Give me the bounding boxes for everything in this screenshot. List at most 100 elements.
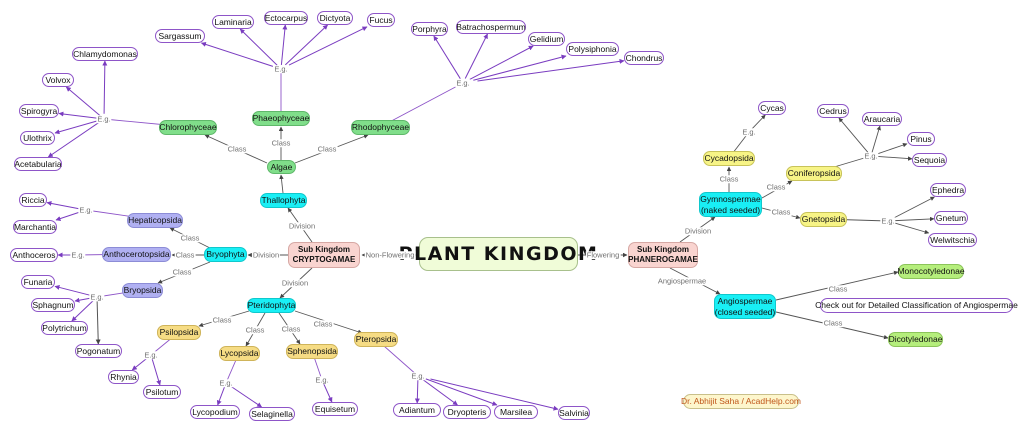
example-welwitschia[interactable]: Welwitschia <box>928 233 977 247</box>
edge-eg-sequoia <box>875 155 913 161</box>
edge-label-pteridophyta: Division <box>280 278 310 288</box>
edge-eg-laminaria <box>239 28 278 66</box>
example-adiantum[interactable]: Adiantum <box>393 403 441 417</box>
node-angiospermae[interactable]: Angiospermae (closed seeded) <box>714 294 776 319</box>
example-riccia[interactable]: Riccia <box>19 193 47 207</box>
example-laminaria[interactable]: Laminaria <box>212 15 254 29</box>
example-acetabularia[interactable]: Acetabularia <box>14 157 62 171</box>
example-volvox[interactable]: Volvox <box>42 73 74 87</box>
example-sequoia[interactable]: Sequoia <box>912 153 947 167</box>
node-cryptogamae[interactable]: Sub Kingdom CRYPTOGAMAE <box>288 242 360 268</box>
node-cycadopsida[interactable]: Cycadopsida <box>703 151 755 166</box>
node-phanerogamae[interactable]: Sub Kingdom PHANEROGAMAE <box>628 242 698 268</box>
eg-label-phaeophyceae: E.g. <box>273 64 289 74</box>
example-cedrus[interactable]: Cedrus <box>817 104 849 118</box>
edge-eg-polytrichum <box>71 299 95 322</box>
edge-eg-funaria <box>54 285 93 297</box>
example-porphyra[interactable]: Porphyra <box>411 22 448 36</box>
example-marsilea[interactable]: Marsilea <box>494 405 538 419</box>
example-psilotum[interactable]: Psilotum <box>143 385 181 399</box>
edge-eg-lycopodium <box>216 385 226 406</box>
node-thallophyta[interactable]: Thallophyta <box>260 193 307 208</box>
example-funaria[interactable]: Funaria <box>21 275 55 289</box>
node-chlorophyceae[interactable]: Chlorophyceae <box>159 120 217 135</box>
edge-label-hepaticopsida: Class <box>179 233 201 243</box>
example-gelidium[interactable]: Gelidium <box>528 32 565 46</box>
node-bryopsida[interactable]: Bryopsida <box>122 283 163 298</box>
example-equisetum[interactable]: Equisetum <box>312 402 358 416</box>
edge-label-anthocerotopsida: Class <box>174 250 196 260</box>
node-gnetopsida[interactable]: Gnetopsida <box>800 212 847 227</box>
node-angiospermae-line1: Angiospermae <box>717 296 773 307</box>
node-pteropsida[interactable]: Pteropsida <box>354 332 398 347</box>
node-gymnospermae-line2: (naked seeded) <box>700 204 761 215</box>
angiosperm-classification-link[interactable]: Check out for Detailed Classification of… <box>815 298 1018 313</box>
edge-eg-gelidium <box>469 45 534 80</box>
example-ectocarpus[interactable]: Ectocarpus <box>264 11 308 25</box>
node-cryptogamae-line2: CRYPTOGAMAE <box>292 255 356 264</box>
node-bryophyta[interactable]: Bryophyta <box>204 247 247 262</box>
example-ephedra[interactable]: Ephedra <box>930 183 966 197</box>
edge-eg-acetabularia <box>47 122 100 158</box>
edge-eg-welwitschia <box>893 222 930 235</box>
edge-label-pteropsida: Class <box>312 319 334 329</box>
example-sphagnum[interactable]: Sphagnum <box>31 298 75 312</box>
node-rhodophyceae[interactable]: Rhodophyceae <box>351 120 410 135</box>
example-araucaria[interactable]: Araucaria <box>862 112 902 126</box>
example-selaginella[interactable]: Selaginella <box>249 407 295 421</box>
edge-label-gnetopsida: Class <box>770 207 792 217</box>
node-psilopsida[interactable]: Psilopsida <box>157 325 201 340</box>
edge-eg-pogonatum <box>95 301 101 345</box>
root-plant-kingdom[interactable]: PLANT KINGDOM <box>399 237 597 271</box>
example-anthoceros[interactable]: Anthoceros <box>10 248 58 262</box>
example-rhynia[interactable]: Rhynia <box>108 370 139 384</box>
node-angiospermae-line2: (closed seeded) <box>714 306 776 317</box>
example-fucus[interactable]: Fucus <box>367 13 395 27</box>
example-pinus[interactable]: Pinus <box>907 132 935 146</box>
example-spirogyra[interactable]: Spirogyra <box>19 104 59 118</box>
edge-eg-volvox <box>65 86 101 117</box>
eg-label-rhodophyceae: E.g. <box>455 78 471 88</box>
edge-eg-gnetum <box>893 216 935 222</box>
author-credit: Dr. Abhijit Saha / AcadHelp.com <box>681 394 801 409</box>
edge-label-crypto: Non-Flowering <box>364 250 416 260</box>
eg-label-hepaticopsida: E.g. <box>78 205 94 215</box>
example-ulothrix[interactable]: Ulothrix <box>20 131 55 145</box>
edge-label-sphenopsida: Class <box>280 324 302 334</box>
node-lycopsida[interactable]: Lycopsida <box>219 346 260 361</box>
node-hepaticopsida[interactable]: Hepaticopsida <box>127 213 183 228</box>
node-monocotyledonae[interactable]: Monocotyledonae <box>897 264 965 279</box>
eg-label-bryopsida: E.g. <box>89 292 105 302</box>
example-cycas[interactable]: Cycas <box>758 101 786 115</box>
example-marchantia[interactable]: Marchantia <box>13 220 57 234</box>
edge-eg-ectocarpus <box>280 24 288 65</box>
node-pteridophyta[interactable]: Pteridophyta <box>247 298 296 313</box>
example-dryopteris[interactable]: Dryopteris <box>443 405 491 419</box>
example-gnetum[interactable]: Gnetum <box>934 211 968 225</box>
eg-label-gnetopsida: E.g. <box>880 216 896 226</box>
example-sargassum[interactable]: Sargassum <box>155 29 205 43</box>
node-anthocerotopsida[interactable]: Anthocerotopsida <box>102 247 171 262</box>
edge-label-bryophyta: Division <box>251 250 281 260</box>
example-dictyota[interactable]: Dictyota <box>317 11 353 25</box>
example-salvinia[interactable]: Salvinia <box>558 406 590 420</box>
node-dicotyledonae[interactable]: Dicotyledonae <box>888 332 943 347</box>
edge-label-cycadopsida: Class <box>718 174 740 184</box>
example-polysiphonia[interactable]: Polysiphonia <box>566 42 619 56</box>
node-sphenopsida[interactable]: Sphenopsida <box>286 344 338 359</box>
example-lycopodium[interactable]: Lycopodium <box>190 405 240 419</box>
edge-eg-dictyota <box>284 24 328 66</box>
node-gymnospermae[interactable]: Gymnospermae (naked seeded) <box>699 192 762 217</box>
node-coniferopsida[interactable]: Coniferopsida <box>786 166 842 181</box>
node-algae[interactable]: Algae <box>267 160 296 174</box>
example-pogonatum[interactable]: Pogonatum <box>75 344 122 358</box>
example-chlamydomonas[interactable]: Chlamydomonas <box>72 47 138 61</box>
node-phaeophyceae[interactable]: Phaeophyceae <box>252 111 310 126</box>
example-polytrichum[interactable]: Polytrichum <box>41 321 88 335</box>
example-batrachospermum[interactable]: Batrachospermum <box>456 20 526 34</box>
edge-eg-ulothrix <box>54 120 99 135</box>
example-chondrus[interactable]: Chondrus <box>624 51 664 65</box>
edge-eg-batrachospermum <box>464 33 488 79</box>
edge-rhodophyceae-eg <box>379 82 464 128</box>
edge-label-psilopsida: Class <box>211 315 233 325</box>
